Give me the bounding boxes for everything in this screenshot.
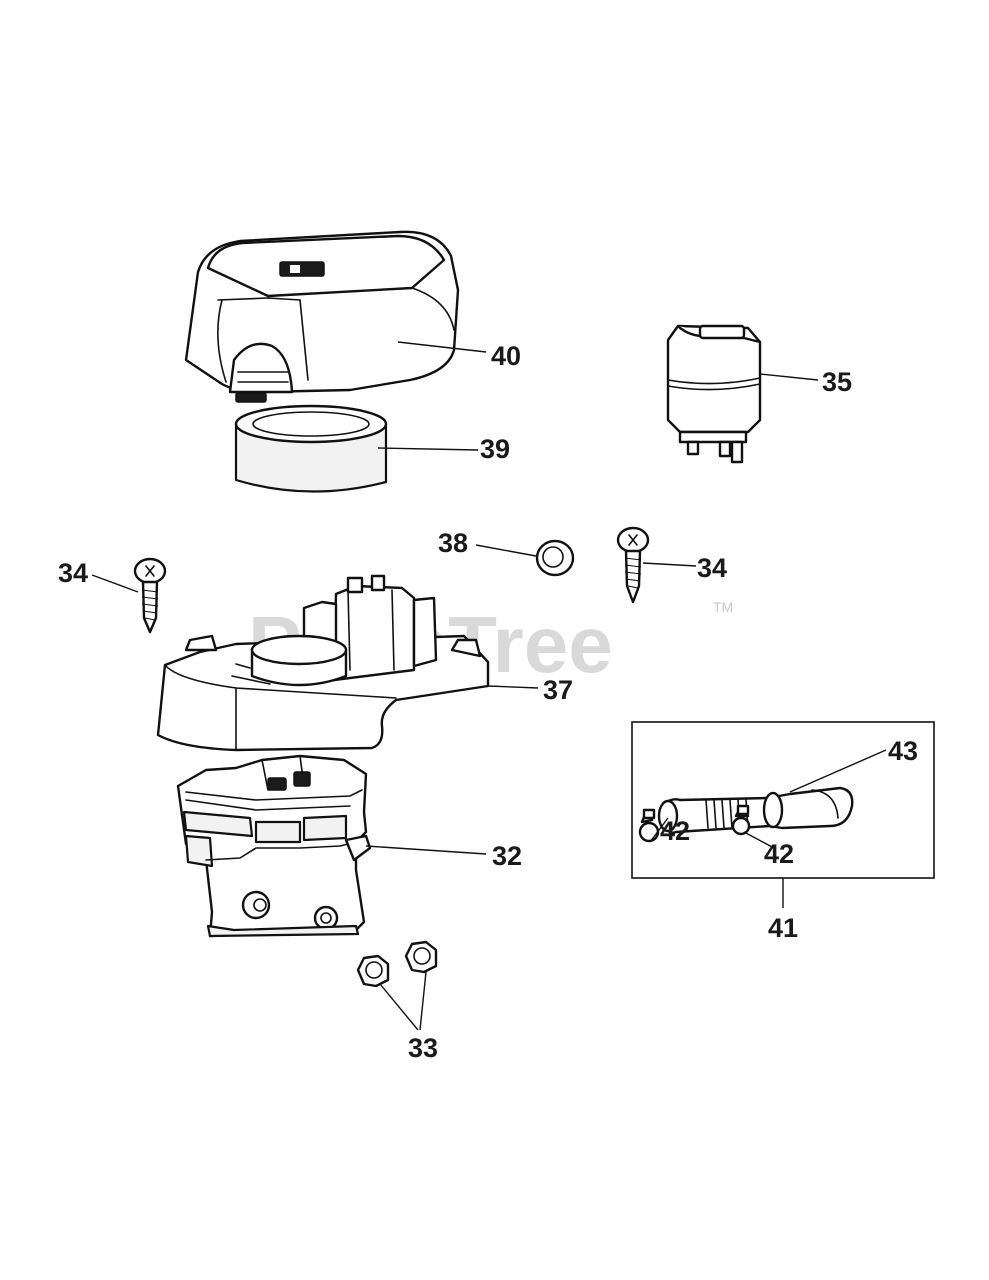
callout-labels: 40 39 35 38 34 34 37 32 33 43 42 42 41 [58,341,918,1063]
part-37-filter-base[interactable] [156,574,490,752]
callout-42-right: 42 [764,839,794,869]
part-33-nut-right[interactable] [404,940,438,974]
callout-34-left: 34 [58,558,88,588]
callout-33: 33 [408,1033,438,1063]
part-42-clamp-left[interactable] [638,808,660,843]
callout-35: 35 [822,367,852,397]
callout-40: 40 [491,341,521,371]
callout-32: 32 [492,841,522,871]
part-33-nut-left[interactable] [356,954,390,988]
callout-37: 37 [543,675,573,705]
callout-41: 41 [768,913,798,943]
part-38-grommet[interactable] [535,539,575,577]
callout-38: 38 [438,528,468,558]
part-32-housing[interactable] [176,754,372,938]
callout-42-left: 42 [660,816,690,846]
part-39-foam-filter[interactable] [234,404,388,493]
part-34-screw-right[interactable] [616,526,650,604]
part-40-air-filter-cover[interactable] [184,230,460,403]
leader-lines [91,341,887,1031]
part-34-screw-left[interactable] [133,557,167,634]
part-35-relay[interactable] [666,324,762,464]
watermark-trademark: TM [713,599,733,615]
callout-43: 43 [888,736,918,766]
callout-34-right: 34 [697,553,727,583]
callout-39: 39 [480,434,510,464]
part-42-clamp-right[interactable] [731,804,751,836]
